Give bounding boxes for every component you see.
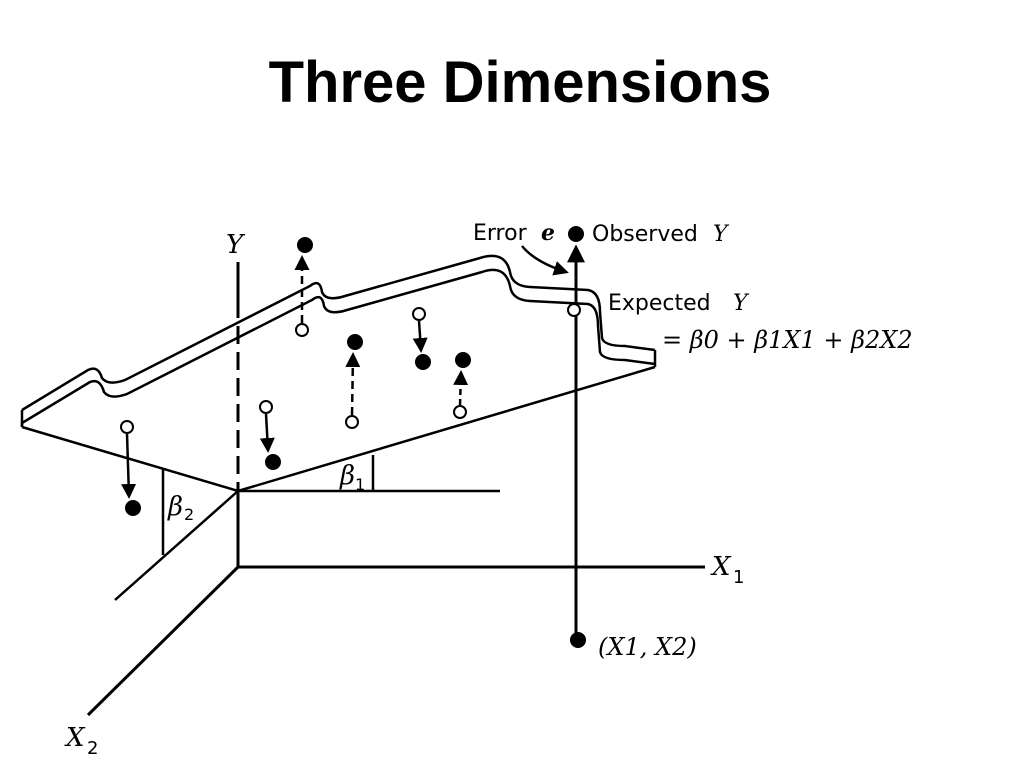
svg-text:1: 1 — [355, 475, 365, 494]
residual-arrow — [121, 433, 137, 499]
svg-text:β: β — [167, 492, 183, 522]
x2-plane-line — [114, 490, 239, 601]
residual-arrow — [259, 413, 275, 453]
observed-y-label: Observed Y — [592, 222, 730, 247]
expected-point — [412, 307, 426, 321]
svg-text:X: X — [64, 723, 86, 753]
svg-text:X: X — [710, 552, 732, 582]
error-pointer — [521, 245, 569, 276]
residual-arrow — [412, 320, 428, 353]
plane-top-surface — [21, 254, 656, 412]
x2-axis — [86, 565, 240, 717]
svg-text:1: 1 — [733, 567, 744, 588]
observed-point — [297, 237, 313, 253]
expected-point — [453, 405, 467, 419]
x1x2-point — [570, 632, 586, 648]
x1-axis-label: X 1 — [710, 552, 744, 588]
svg-text:Observed: Observed — [592, 222, 698, 247]
expected-y-label: Expected Y — [608, 291, 750, 316]
observed-point — [455, 352, 471, 368]
error-label: Error e — [473, 220, 555, 246]
page-title: Three Dimensions — [268, 50, 772, 115]
svg-text:Error: Error — [473, 221, 528, 246]
x2-axis-label: X 2 — [64, 723, 98, 759]
expected-point — [259, 400, 273, 414]
beta2-label: β 2 — [167, 492, 194, 524]
residual-arrow — [345, 352, 361, 416]
regression-equation: = β0 + β1X1 + β2X2 — [662, 326, 913, 354]
svg-text:Y: Y — [713, 222, 730, 247]
expected-y-point — [567, 303, 581, 317]
plane-top-surface-inner — [20, 268, 656, 427]
observed-y-point — [568, 226, 584, 242]
observed-point — [347, 334, 363, 350]
expected-point — [120, 420, 134, 434]
observed-point — [415, 354, 431, 370]
svg-text:2: 2 — [184, 505, 194, 524]
residual-arrow — [453, 370, 469, 406]
observed-point — [265, 454, 281, 470]
svg-text:e: e — [541, 220, 555, 246]
x1x2-point-label: (X1, X2) — [598, 633, 697, 661]
y-axis-label: Y — [226, 230, 246, 260]
svg-text:Y: Y — [733, 291, 750, 316]
plane-bottom-edge — [21, 365, 656, 493]
observed-point — [125, 500, 141, 516]
svg-text:2: 2 — [87, 738, 98, 759]
expected-point — [345, 415, 359, 429]
expected-point — [295, 323, 309, 337]
beta1-label: β 1 — [339, 461, 365, 494]
svg-text:β: β — [339, 461, 355, 491]
svg-text:Expected: Expected — [608, 291, 711, 316]
